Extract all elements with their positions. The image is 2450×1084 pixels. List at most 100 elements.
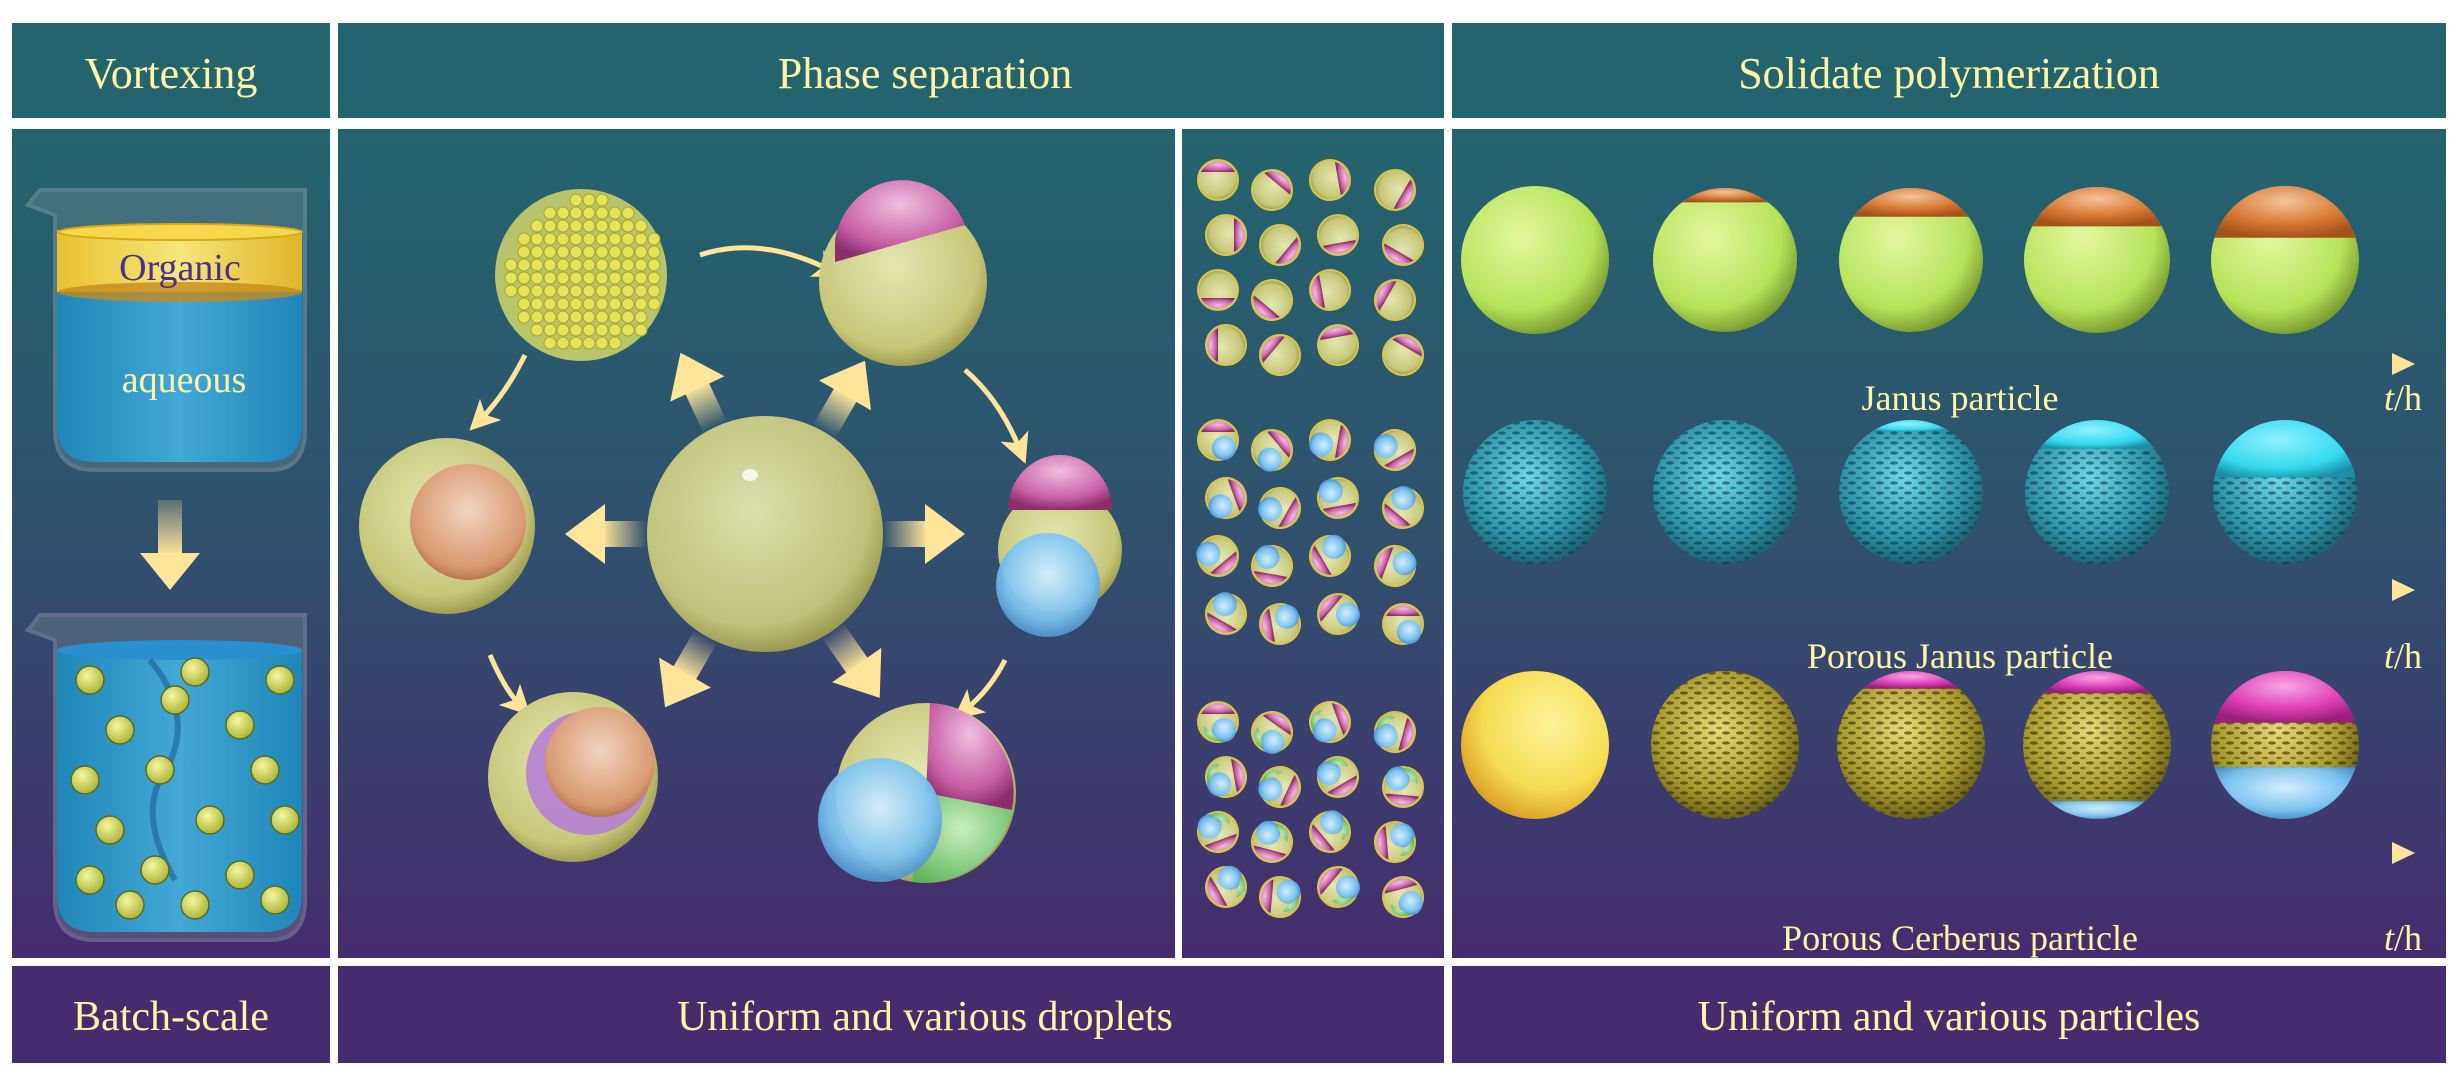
row-label-porous-cerberus: Porous Cerberus particle bbox=[1782, 918, 2138, 958]
emulsion-droplet bbox=[115, 890, 145, 920]
small-droplet bbox=[1205, 592, 1247, 635]
fat-arrow-icon bbox=[659, 629, 718, 708]
small-droplet bbox=[1258, 766, 1301, 808]
small-droplet bbox=[1197, 159, 1239, 201]
porous-janus-particle bbox=[1653, 420, 1797, 564]
arrowhead-icon bbox=[2392, 579, 2415, 601]
small-droplet bbox=[1317, 324, 1359, 366]
droplet-double-core bbox=[488, 692, 658, 862]
emulsion-droplet bbox=[265, 665, 295, 695]
small-droplet bbox=[1196, 535, 1239, 577]
janus-particle bbox=[2211, 185, 2359, 334]
emulsion-droplet bbox=[140, 855, 170, 885]
footer-particles-label: Uniform and various particles bbox=[1698, 994, 2201, 1040]
beaker-layered: Organic aqueous bbox=[24, 188, 307, 472]
porous-janus-particle bbox=[1839, 420, 1983, 564]
small-droplet bbox=[1251, 545, 1293, 587]
footer-droplets-label: Uniform and various droplets bbox=[677, 994, 1173, 1040]
emulsion-droplet bbox=[260, 885, 290, 915]
small-droplet bbox=[1374, 279, 1416, 321]
droplet-tri-phase bbox=[818, 703, 1016, 883]
header-vortexing-label: Vortexing bbox=[85, 49, 258, 98]
emulsion-droplet bbox=[225, 860, 255, 890]
axis-label-time: t/h bbox=[2384, 636, 2422, 676]
small-droplet bbox=[1309, 159, 1351, 201]
porous-cerberus-particle bbox=[2211, 670, 2359, 820]
header-phase-separation bbox=[338, 23, 1444, 118]
small-droplet bbox=[1309, 419, 1351, 461]
porous-janus-particle bbox=[2025, 419, 2169, 564]
emulsion-droplet bbox=[70, 765, 100, 795]
small-droplet bbox=[1205, 324, 1247, 366]
small-droplet bbox=[1309, 701, 1351, 743]
small-droplet bbox=[1197, 811, 1239, 853]
small-droplet bbox=[1373, 711, 1416, 753]
emulsion-droplet bbox=[105, 715, 135, 745]
emulsion-droplet bbox=[75, 665, 105, 695]
small-droplet bbox=[1382, 224, 1424, 266]
curved-arrow bbox=[487, 654, 531, 716]
small-droplet bbox=[1259, 224, 1301, 266]
emulsion-droplet bbox=[270, 805, 300, 835]
header-phase-separation-label: Phase separation bbox=[778, 49, 1072, 98]
porous-janus-particle bbox=[2213, 419, 2357, 564]
small-droplet bbox=[1259, 603, 1301, 645]
curved-arrow bbox=[469, 353, 528, 431]
porous-janus-particle bbox=[1463, 420, 1607, 564]
small-droplet bbox=[1373, 429, 1416, 471]
beaker-emulsion bbox=[24, 613, 307, 942]
footer-batch-label: Batch-scale bbox=[73, 994, 269, 1040]
small-droplet bbox=[1382, 603, 1424, 645]
axis-label-time: t/h bbox=[2384, 378, 2422, 418]
small-droplet bbox=[1382, 334, 1424, 376]
small-droplet bbox=[1251, 820, 1293, 863]
emulsion-droplet bbox=[225, 710, 255, 740]
porous-cerberus-particle bbox=[1461, 671, 1609, 819]
droplet-array bbox=[1196, 159, 1424, 918]
down-arrow-icon bbox=[140, 500, 200, 590]
small-droplet bbox=[1382, 486, 1424, 529]
porous-cerberus-particle bbox=[2023, 670, 2171, 819]
small-droplet bbox=[1205, 865, 1247, 908]
particle-rows bbox=[1461, 185, 2415, 864]
small-droplet bbox=[1374, 169, 1416, 211]
emulsion-droplet bbox=[160, 685, 190, 715]
emulsion-droplet bbox=[195, 805, 225, 835]
footer-droplets bbox=[338, 966, 1444, 1063]
janus-particle bbox=[1839, 188, 1983, 332]
arrowhead-icon bbox=[2392, 842, 2415, 864]
curved-arrow bbox=[699, 245, 844, 277]
small-droplet bbox=[1317, 866, 1360, 908]
small-droplet bbox=[1382, 876, 1424, 918]
porous-cerberus-particle bbox=[1837, 670, 1985, 819]
fat-arrow-icon bbox=[822, 623, 882, 698]
small-droplet bbox=[1259, 876, 1301, 918]
droplet-formation-scheme bbox=[359, 180, 1122, 883]
fat-arrow-icon bbox=[883, 504, 965, 564]
small-droplet bbox=[1309, 534, 1351, 577]
header-vortexing bbox=[12, 23, 330, 118]
small-droplet bbox=[1374, 545, 1417, 587]
curved-arrow bbox=[953, 658, 1008, 720]
small-droplet bbox=[1317, 593, 1360, 635]
small-droplet bbox=[1258, 487, 1301, 529]
janus-particle bbox=[2024, 186, 2170, 333]
small-droplet bbox=[1197, 269, 1239, 311]
footer-batch bbox=[12, 966, 330, 1063]
small-droplet bbox=[1251, 279, 1293, 321]
row-label-porous-janus: Porous Janus particle bbox=[1807, 636, 2113, 676]
organic-label: Organic bbox=[119, 247, 241, 289]
curved-arrow bbox=[963, 368, 1029, 464]
small-droplet bbox=[1205, 756, 1247, 798]
small-droplet bbox=[1197, 701, 1239, 743]
footer-particles bbox=[1452, 966, 2446, 1063]
small-droplet bbox=[1251, 169, 1293, 211]
small-droplet bbox=[1309, 269, 1351, 311]
aqueous-label: aqueous bbox=[122, 359, 247, 401]
emulsion-droplet bbox=[145, 755, 175, 785]
emulsion-droplet bbox=[180, 890, 210, 920]
header-polymerization-label: Solidate polymerization bbox=[1738, 49, 2160, 98]
header-polymerization bbox=[1452, 23, 2446, 118]
janus-particle bbox=[1653, 188, 1797, 332]
